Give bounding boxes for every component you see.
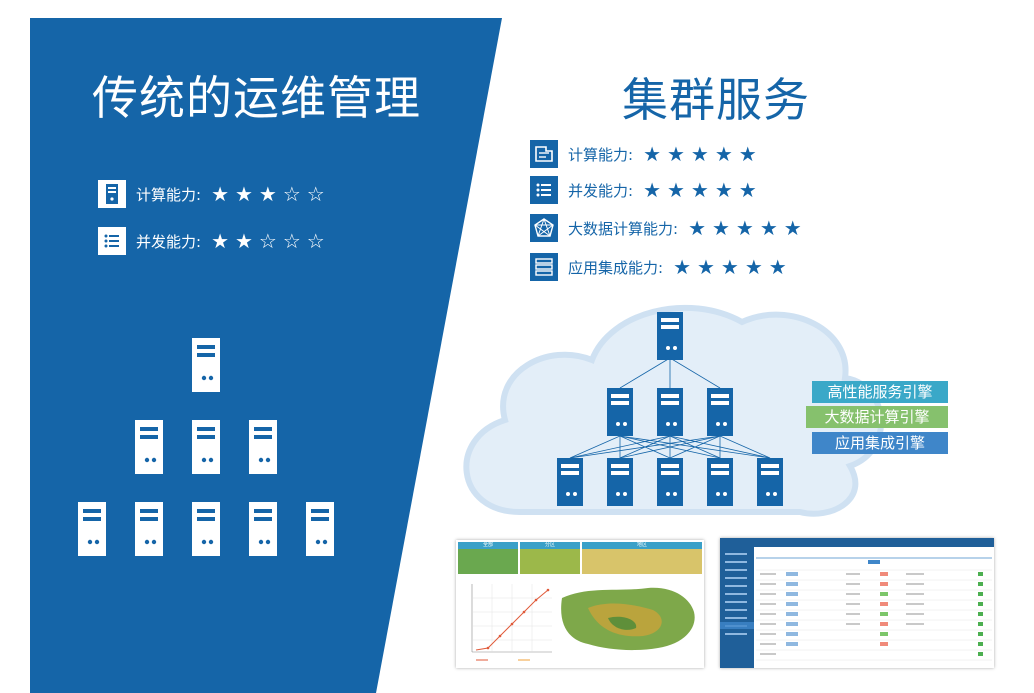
cluster-service-title: 集群服务 xyxy=(622,73,810,127)
engine-tag-bigdata: 大数据计算引擎 xyxy=(806,406,948,428)
server-icon xyxy=(557,458,583,506)
right-metric-bigdata: 大数据计算能力: ★★★★★ xyxy=(530,214,808,242)
metric-label: 大数据计算能力: xyxy=(568,219,679,238)
server-icon xyxy=(607,388,633,436)
rating-stars: ★★★★★ xyxy=(688,216,808,240)
map-thumbnail: 分区 xyxy=(520,542,580,574)
console-table xyxy=(756,557,992,661)
server-icon xyxy=(657,312,683,360)
map-thumbnail: 全部 xyxy=(458,542,518,574)
right-metric-compute: 计算能力: ★★★★★ xyxy=(530,140,763,168)
metric-label: 并发能力: xyxy=(136,232,202,251)
server-icon xyxy=(757,458,783,506)
rating-stars: ★★★★★ xyxy=(643,178,763,202)
cluster-links xyxy=(569,357,771,459)
console-header xyxy=(720,538,994,547)
cloud-compute-icon xyxy=(530,140,558,168)
left-metric-concurrency: 并发能力: ★★☆☆☆ xyxy=(98,227,331,255)
rating-stars: ★★☆☆☆ xyxy=(211,229,331,253)
chart-and-map-area xyxy=(471,584,695,661)
metric-label: 计算能力: xyxy=(136,185,202,204)
traditional-ops-title: 传统的运维管理 xyxy=(92,71,421,125)
network-icon xyxy=(530,214,558,242)
server-icon xyxy=(707,458,733,506)
server-icon xyxy=(657,458,683,506)
management-console-screenshot xyxy=(720,538,994,668)
right-metric-concurrency: 并发能力: ★★★★★ xyxy=(530,176,763,204)
left-metric-compute: 计算能力: ★★★☆☆ xyxy=(98,180,331,208)
panel-label: 地区 xyxy=(582,542,702,549)
map-app-screenshot: 全部 分区 地区 xyxy=(456,540,704,668)
server-icon xyxy=(607,458,633,506)
engine-tag-performance: 高性能服务引擎 xyxy=(812,381,948,403)
metric-label: 并发能力: xyxy=(568,181,634,200)
right-metric-integration: 应用集成能力: ★★★★★ xyxy=(530,253,793,281)
rating-stars: ★★★★★ xyxy=(643,142,763,166)
server-icon xyxy=(657,388,683,436)
map-thumbnail: 地区 xyxy=(582,542,702,574)
server-icon xyxy=(98,180,126,208)
stack-icon xyxy=(530,253,558,281)
panel-label: 全部 xyxy=(458,542,518,549)
list-icon xyxy=(530,176,558,204)
rating-stars: ★★★★★ xyxy=(673,255,793,279)
console-sidebar xyxy=(720,547,754,668)
engine-tag-integration: 应用集成引擎 xyxy=(812,432,948,454)
panel-label: 分区 xyxy=(520,542,580,549)
metric-label: 计算能力: xyxy=(568,145,634,164)
list-icon xyxy=(98,227,126,255)
rating-stars: ★★★☆☆ xyxy=(211,182,331,206)
server-icon xyxy=(707,388,733,436)
sidebar-menu xyxy=(720,553,754,635)
metric-label: 应用集成能力: xyxy=(568,258,664,277)
